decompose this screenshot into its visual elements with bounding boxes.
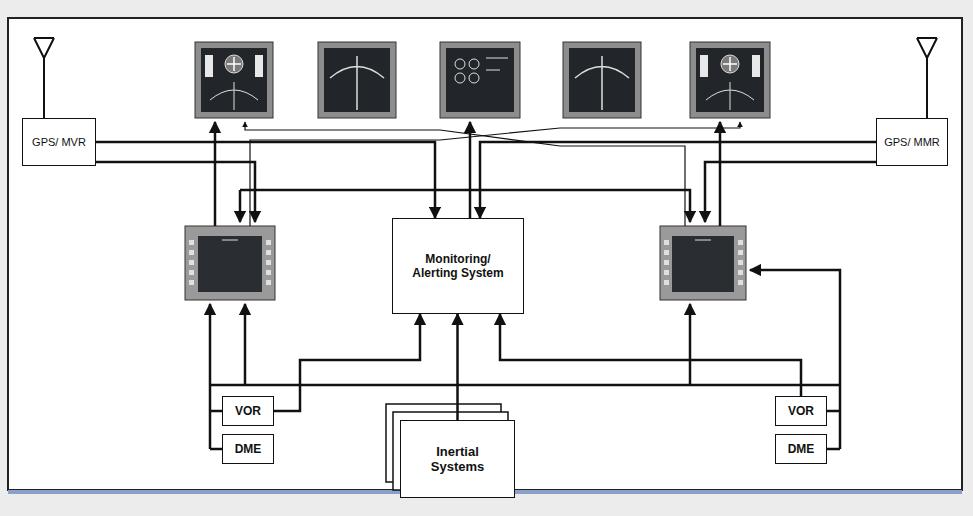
receiver-box: GPS/ MVR bbox=[22, 118, 96, 166]
display-crossfeed bbox=[245, 122, 740, 226]
cockpit-display bbox=[563, 42, 641, 118]
control-display-unit bbox=[185, 226, 275, 300]
cdu-key bbox=[664, 260, 669, 265]
signal-connector bbox=[274, 314, 420, 411]
sensor-box: VOR bbox=[222, 396, 274, 426]
node-label: VOR bbox=[235, 404, 261, 418]
cdu-key bbox=[664, 280, 669, 285]
cdu-key bbox=[266, 270, 271, 275]
cdu-key bbox=[738, 240, 743, 245]
cdu-key bbox=[189, 280, 194, 285]
cockpit-display bbox=[195, 42, 273, 118]
cdu-key bbox=[189, 270, 194, 275]
cdu-key bbox=[738, 250, 743, 255]
cdu-key bbox=[266, 250, 271, 255]
monitor-box: Monitoring/ Alerting System bbox=[392, 218, 524, 314]
node-label: Monitoring/ Alerting System bbox=[408, 252, 508, 280]
cockpit-display bbox=[690, 42, 770, 118]
cdu-key bbox=[738, 280, 743, 285]
cdu-key bbox=[266, 260, 271, 265]
signal-connector bbox=[96, 142, 435, 218]
cdu-key bbox=[189, 260, 194, 265]
signal-connector bbox=[456, 314, 459, 420]
cdu-key bbox=[664, 240, 669, 245]
inertial-box: Inertial Systems bbox=[400, 420, 515, 498]
cdu-key bbox=[738, 260, 743, 265]
sensor-box: DME bbox=[222, 434, 274, 464]
node-label: Inertial Systems bbox=[413, 444, 503, 474]
receiver-box: GPS/ MMR bbox=[876, 118, 948, 166]
antenna-symbol bbox=[34, 38, 937, 118]
node-label: GPS/ MVR bbox=[32, 136, 86, 148]
cdu-key bbox=[664, 270, 669, 275]
sensor-box: DME bbox=[775, 434, 827, 464]
node-label: GPS/ MMR bbox=[884, 136, 940, 148]
signal-connector bbox=[480, 142, 876, 218]
cdu-key bbox=[266, 280, 271, 285]
cdu-key bbox=[266, 240, 271, 245]
control-display-unit bbox=[660, 226, 746, 300]
signal-bus bbox=[44, 118, 927, 449]
cockpit-display bbox=[440, 42, 520, 118]
cdu-key bbox=[189, 250, 194, 255]
cdu-key bbox=[738, 270, 743, 275]
signal-connector bbox=[500, 314, 801, 396]
node-label: DME bbox=[235, 442, 262, 456]
cockpit-display bbox=[318, 42, 396, 118]
cdu-key bbox=[664, 250, 669, 255]
node-label: DME bbox=[788, 442, 815, 456]
sensor-box: VOR bbox=[775, 396, 827, 426]
node-label: VOR bbox=[788, 404, 814, 418]
cdu-key bbox=[189, 240, 194, 245]
